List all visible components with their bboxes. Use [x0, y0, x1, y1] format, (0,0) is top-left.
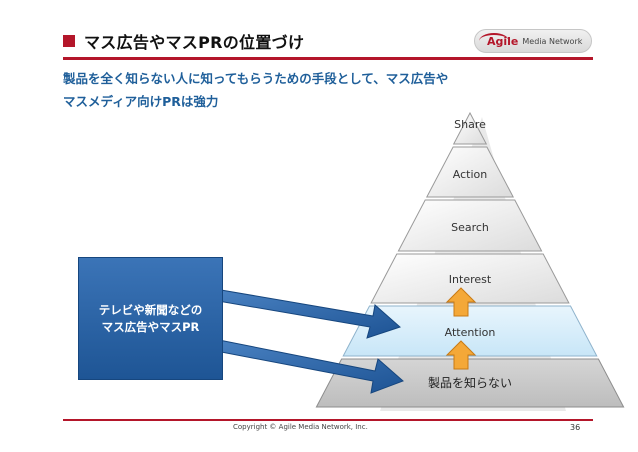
pyramid-label-action: Action [453, 168, 487, 181]
footer-divider [63, 419, 593, 421]
logo-swoosh-icon [479, 33, 509, 49]
page-number: 36 [570, 423, 581, 432]
mass-media-box-line-1: テレビや新聞などの [98, 302, 203, 317]
slide-subtitle: 製品を全く知らない人に知ってもらうための手段として、マス広告や マスメディア向け… [63, 67, 573, 113]
pyramid-label-search: Search [451, 221, 489, 234]
subtitle-line-1: 製品を全く知らない人に知ってもらうための手段として、マス広告や [63, 71, 449, 86]
subtitle-line-2: マスメディア向けPRは強力 [63, 94, 219, 109]
pyramid-layer-share [452, 111, 488, 145]
title-divider [63, 57, 593, 60]
slide-title-group: マス広告やマスPRの位置づけ [63, 30, 304, 52]
up-arrow-icon [445, 287, 477, 317]
pyramid-layer-search [397, 199, 543, 252]
pyramid-layer-interest [370, 253, 570, 304]
pyramid-layer-attention [342, 305, 598, 357]
title-bullet-square [63, 35, 75, 47]
pyramid-label-share: Share [454, 118, 486, 131]
company-logo: Agile Media Network [474, 29, 592, 53]
mass-media-box: テレビや新聞などの マス広告やマスPR [78, 257, 223, 380]
pyramid-label-interest: Interest [449, 273, 492, 286]
mass-media-box-line-2: マス広告やマスPR [101, 319, 200, 334]
up-arrow-icon [445, 340, 477, 370]
logo-sub-text: Media Network [522, 36, 583, 46]
pyramid-layer-action [425, 146, 515, 198]
pyramid-label-unaware: 製品を知らない [428, 376, 512, 390]
pyramid-label-attention: Attention [445, 326, 496, 339]
slide-title: マス広告やマスPRの位置づけ [84, 33, 305, 52]
arrow-to-attention-icon [217, 289, 401, 339]
pyramid-layer-unaware [315, 358, 625, 408]
footer-copyright: Copyright © Agile Media Network, Inc. [233, 423, 368, 431]
arrow-to-unaware-icon [215, 339, 404, 394]
